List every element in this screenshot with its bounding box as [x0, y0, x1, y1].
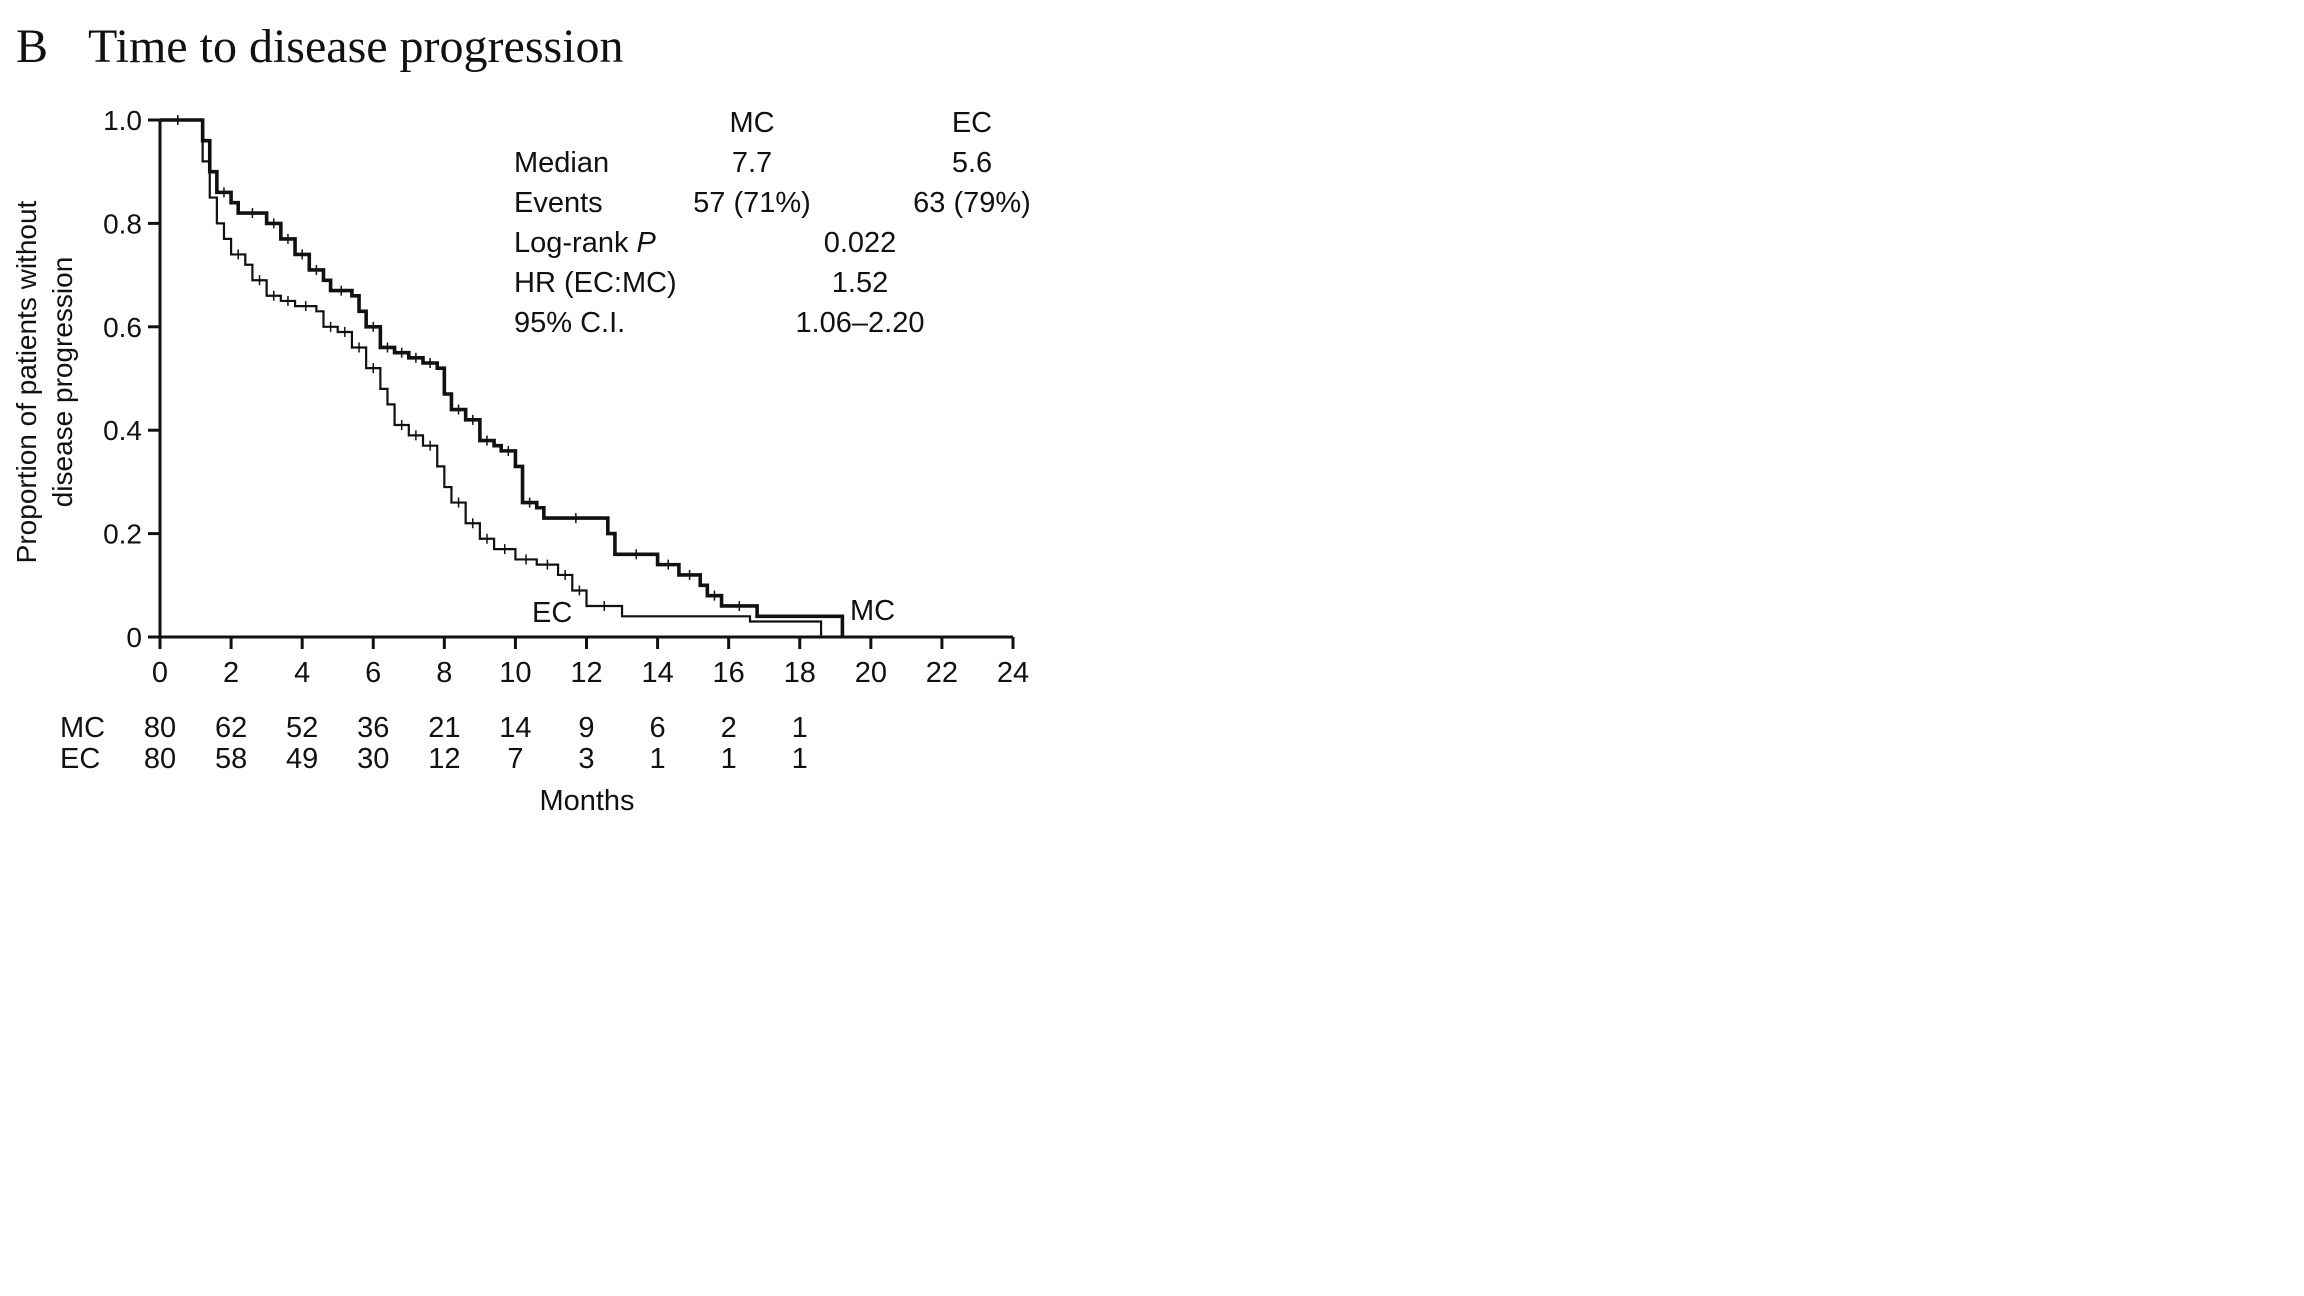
at-risk-value-ec: 7: [507, 743, 523, 775]
stats-label-ci: 95% C.I.: [514, 307, 625, 339]
y-tick-label: 0: [126, 622, 142, 653]
x-tick-label: 10: [499, 657, 531, 689]
y-tick-labels: 0 0.2 0.4 0.6 0.8 1.0: [103, 105, 142, 653]
at-risk-value-ec: 1: [650, 743, 666, 775]
stats-table: MC EC Median 7.7 5.6 Events 57 (71%) 63 …: [514, 107, 1031, 339]
x-tick-label: 18: [784, 657, 816, 689]
at-risk-value-ec: 12: [428, 743, 460, 775]
at-risk-value-mc: 36: [357, 712, 389, 744]
stats-hr-value: 1.52: [832, 267, 888, 299]
at-risk-value-mc: 2: [721, 712, 737, 744]
stats-label-events: Events: [514, 187, 603, 219]
at-risk-value-mc: 52: [286, 712, 318, 744]
x-tick-label: 16: [713, 657, 745, 689]
curve-label-ec: EC: [532, 597, 572, 629]
y-tick-label: 1.0: [103, 105, 142, 136]
at-risk-value-ec: 80: [144, 743, 176, 775]
x-tick-label: 12: [570, 657, 602, 689]
stats-logrank-value: 0.022: [824, 227, 897, 259]
at-risk-value-ec: 49: [286, 743, 318, 775]
at-risk-value-mc: 9: [578, 712, 594, 744]
x-tick-label: 0: [152, 657, 168, 689]
stats-label-logrank-main: Log-rank: [514, 227, 637, 259]
at-risk-label-ec: EC: [60, 743, 100, 775]
y-axis-label-line1: Proportion of patients without: [11, 200, 42, 563]
at-risk-value-ec: 3: [578, 743, 594, 775]
x-axis-label: Months: [539, 785, 634, 817]
at-risk-value-mc: 62: [215, 712, 247, 744]
at-risk-value-ec: 30: [357, 743, 389, 775]
at-risk-value-mc: 21: [428, 712, 460, 744]
x-tick-label: 8: [436, 657, 452, 689]
y-axis-label-line2: disease progression: [47, 257, 78, 508]
curve-label-mc: MC: [850, 595, 895, 627]
stats-median-mc: 7.7: [732, 147, 772, 179]
stats-events-ec: 63 (79%): [913, 187, 1031, 219]
y-tick-label: 0.6: [103, 312, 142, 343]
axes: [148, 118, 1015, 649]
y-tick-label: 0.2: [103, 519, 142, 550]
y-tick-label: 0.4: [103, 415, 142, 446]
km-curve-ec: [160, 118, 823, 637]
x-tick-label: 4: [294, 657, 310, 689]
stats-col-header-ec: EC: [952, 107, 992, 139]
at-risk-value-mc: 14: [499, 712, 531, 744]
panel-letter: B: [16, 20, 48, 73]
stats-ci-value: 1.06–2.20: [795, 307, 924, 339]
x-tick-label: 20: [855, 657, 887, 689]
stats-label-median: Median: [514, 147, 609, 179]
stats-label-logrank: Log-rank P: [514, 227, 657, 259]
stats-label-logrank-p: P: [637, 227, 657, 259]
survival-curves: [160, 115, 845, 637]
stats-events-mc: 57 (71%): [693, 187, 811, 219]
x-tick-label: 2: [223, 657, 239, 689]
at-risk-value-ec: 1: [721, 743, 737, 775]
x-tick-label: 14: [641, 657, 673, 689]
panel-title: Time to disease progression: [88, 20, 624, 73]
x-tick-label: 24: [997, 657, 1029, 689]
at-risk-value-ec: 58: [215, 743, 247, 775]
at-risk-value-mc: 6: [650, 712, 666, 744]
stats-label-hr: HR (EC:MC): [514, 267, 677, 299]
at-risk-value-ec: 1: [792, 743, 808, 775]
x-tick-label: 22: [926, 657, 958, 689]
at-risk-label-mc: MC: [60, 712, 105, 744]
x-tick-label: 6: [365, 657, 381, 689]
stats-col-header-mc: MC: [729, 107, 774, 139]
y-tick-label: 0.8: [103, 208, 142, 239]
at-risk-value-mc: 1: [792, 712, 808, 744]
at-risk-value-mc: 80: [144, 712, 176, 744]
stats-median-ec: 5.6: [952, 147, 992, 179]
km-curve-mc: [160, 118, 845, 637]
